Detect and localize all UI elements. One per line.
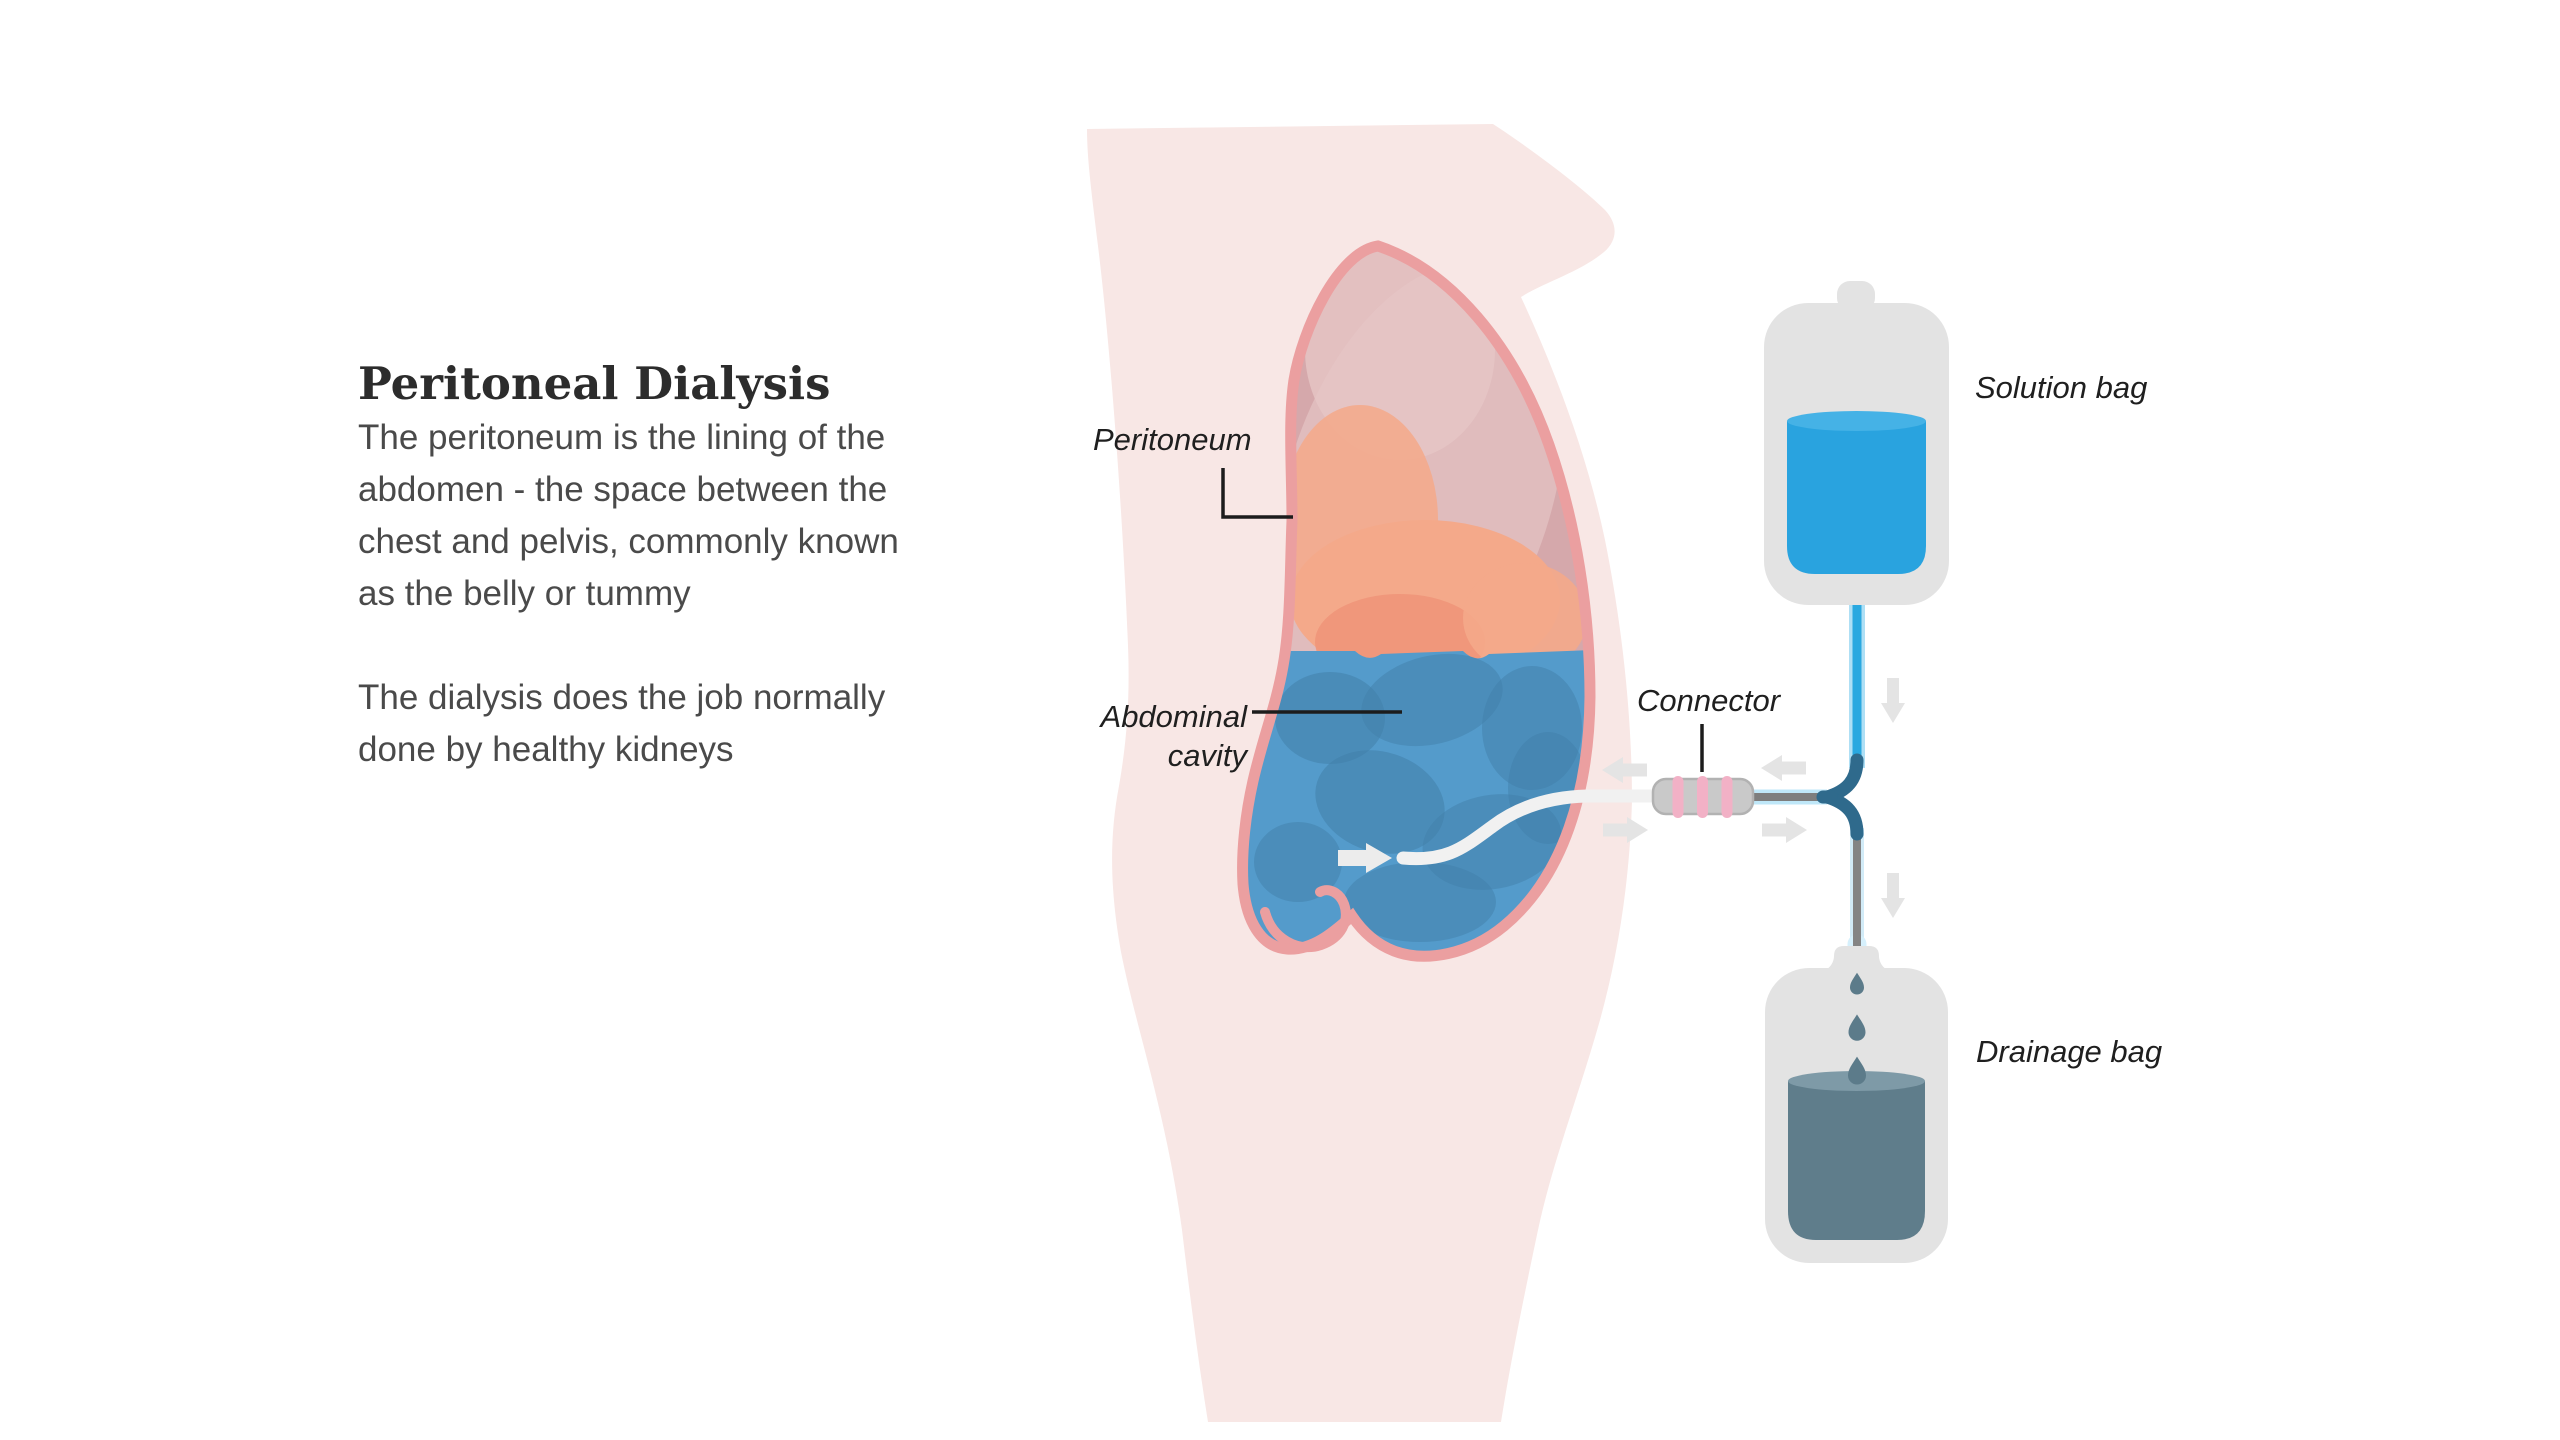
- drainage-bag: [1765, 946, 1948, 1263]
- flow-arrow-into-cavity: [1338, 843, 1392, 873]
- abdominal-cavity-label-line1: Abdominal: [1099, 699, 1249, 734]
- fluid-intestine-blobs: [1254, 653, 1588, 942]
- arrow-right-inner: [1762, 817, 1807, 843]
- intro-paragraph-1: The peritoneum is the lining of the abdo…: [358, 412, 899, 620]
- page-title: Peritoneal Dialysis: [358, 357, 831, 411]
- drainage-fluid: [1788, 1081, 1925, 1240]
- y-junction: [1816, 753, 1864, 841]
- arrow-left-outer: [1602, 757, 1647, 783]
- flow-arrows: [1602, 678, 1905, 918]
- intro-paragraph-2: The dialysis does the job normally done …: [358, 672, 885, 776]
- solution-bag: [1764, 281, 1949, 605]
- solution-fluid-surface: [1787, 411, 1926, 431]
- droplet-3: [1848, 1056, 1866, 1085]
- arrow-right-outer: [1603, 817, 1648, 843]
- intro-p1-line1: The peritoneum is the lining of the: [358, 418, 886, 457]
- arrow-left-inner: [1761, 755, 1806, 781]
- droplet-1: [1850, 972, 1864, 995]
- intro-p1-line4: as the belly or tummy: [358, 574, 691, 613]
- solution-bag-label: Solution bag: [1975, 370, 2147, 405]
- peritoneum-border: [1237, 240, 1596, 962]
- arrow-down-drain: [1881, 873, 1905, 918]
- abdominal-cavity-label-line2: cavity: [1168, 738, 1250, 773]
- organ-blob-right: [1463, 563, 1587, 673]
- cavity-inner-highlight: [1305, 246, 1495, 460]
- intro-p2-line1: The dialysis does the job normally: [358, 678, 886, 717]
- solution-fluid: [1787, 421, 1926, 574]
- arrow-down-solution: [1881, 678, 1905, 723]
- droplets: [1848, 972, 1866, 1085]
- drainage-bag-neck: [1820, 946, 1893, 972]
- connector-device: [1651, 776, 1755, 818]
- peritoneum-leader-line: [1221, 468, 1293, 519]
- connector-bands: [1672, 776, 1733, 818]
- connector-label: Connector: [1637, 683, 1782, 718]
- intro-p1-line3: chest and pelvis, commonly known: [358, 522, 899, 561]
- droplet-2: [1848, 1014, 1866, 1041]
- intro-p2-line2: done by healthy kidneys: [358, 730, 734, 769]
- intro-p1-line2: abdomen - the space between the: [358, 470, 888, 509]
- catheter-tube: [1396, 789, 1663, 866]
- drainage-bag-label: Drainage bag: [1976, 1034, 2162, 1069]
- peritoneum-label: Peritoneum: [1093, 422, 1252, 457]
